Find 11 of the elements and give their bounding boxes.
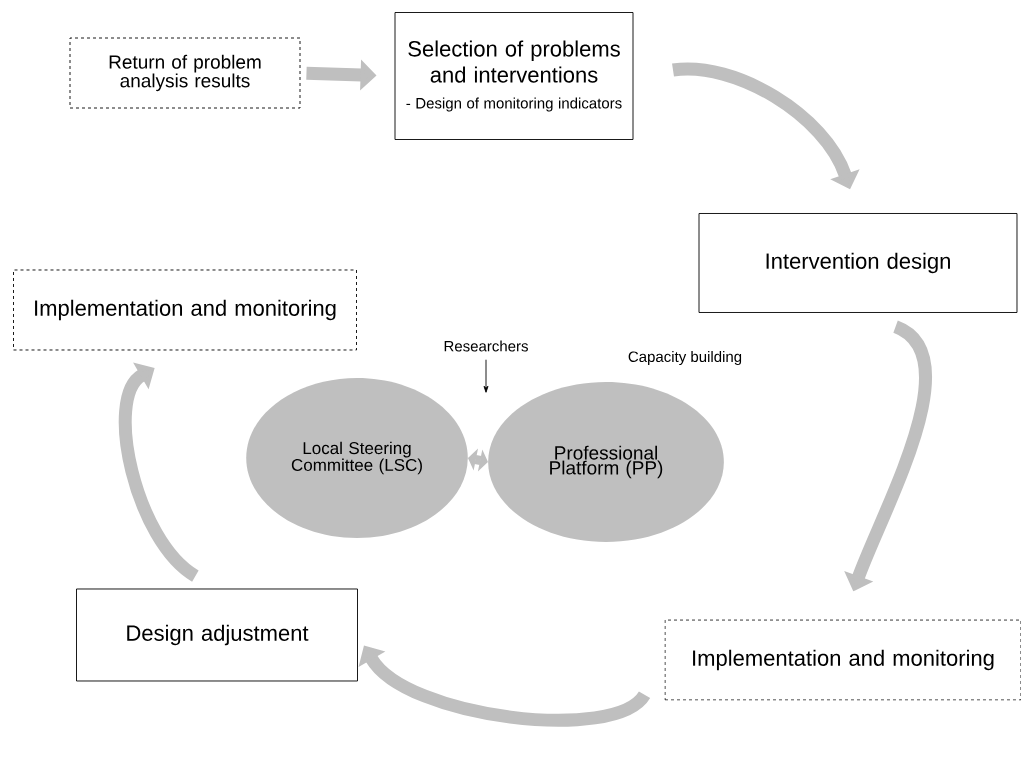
process-box: Implementation and monitoring bbox=[664, 619, 1021, 701]
annotation-label: Capacity building bbox=[628, 351, 742, 365]
process-box: Intervention design bbox=[698, 213, 1018, 313]
arrow bbox=[483, 359, 489, 393]
process-box: Selection of problems and interventions - Design of monitoring indicators bbox=[394, 12, 634, 140]
process-box: Design adjustment bbox=[76, 588, 358, 682]
actor-label: Researchers bbox=[444, 340, 528, 352]
process-box: Implementation and monitoring bbox=[13, 269, 357, 351]
process-box: Return of problem analysis results bbox=[69, 37, 301, 109]
arrow bbox=[118, 362, 200, 582]
arrow bbox=[358, 645, 650, 727]
